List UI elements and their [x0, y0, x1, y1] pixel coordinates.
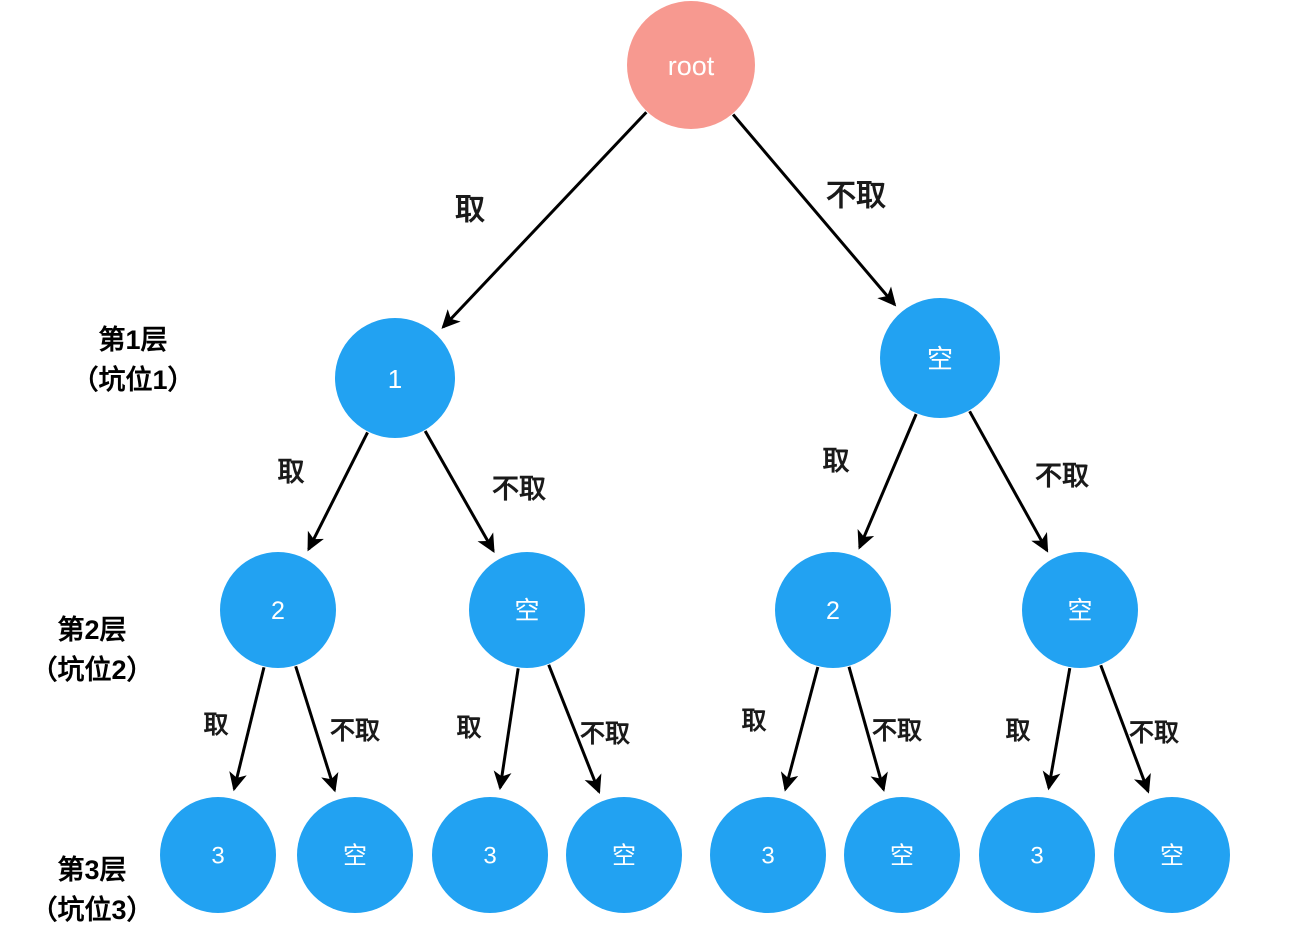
tree-edge: [493, 668, 520, 791]
edge-label: 不取: [1129, 719, 1179, 747]
tree-node-label: 1: [388, 364, 402, 394]
edge-labels-layer: 取不取取不取取不取取不取取不取取不取取不取: [203, 180, 1179, 749]
edge-label: 不取: [330, 717, 380, 745]
tree-node-circle[interactable]: [1022, 552, 1138, 668]
tree-node-circle[interactable]: [566, 797, 682, 913]
tree-node-circle[interactable]: [880, 298, 1000, 418]
tree-node-circle[interactable]: [1114, 797, 1230, 913]
tree-edge: [731, 113, 897, 307]
edges-layer: [229, 111, 1151, 795]
tree-edge: [423, 430, 495, 553]
tree-node-circle[interactable]: [844, 797, 960, 913]
edge-label: 取: [741, 707, 766, 735]
tree-node[interactable]: 空: [1114, 797, 1230, 913]
tree-edge: [307, 431, 369, 552]
edge-label: 取: [455, 194, 485, 227]
tree-node-circle[interactable]: [220, 552, 336, 668]
tree-node[interactable]: 1: [335, 318, 455, 438]
tier-label-line1: 第1层: [98, 324, 167, 355]
tree-node-circle[interactable]: [160, 797, 276, 913]
tree-node[interactable]: 空: [844, 797, 960, 913]
edge-label: 取: [456, 714, 481, 742]
tree-node[interactable]: 空: [566, 797, 682, 913]
tree-node-label: 空: [1160, 843, 1184, 870]
tree-node[interactable]: 空: [469, 552, 585, 668]
tree-edge: [294, 665, 339, 793]
tree-edge: [780, 666, 820, 792]
tree-edge: [847, 666, 888, 792]
nodes-layer: root 1 空 2 空 2 空 3 空 3 空 3 空 3 空: [160, 1, 1230, 913]
tier-label-tier-1: 第1层 （坑位1）: [71, 324, 194, 395]
tree-node-circle[interactable]: [710, 797, 826, 913]
tree-node-label: 3: [1030, 843, 1043, 870]
tree-node-label: 2: [271, 597, 285, 625]
tree-node[interactable]: 空: [1022, 552, 1138, 668]
tree-edge: [857, 413, 918, 550]
tier-label-line1: 第3层: [57, 854, 126, 885]
tree-node-label: root: [668, 51, 715, 81]
tree-node-circle[interactable]: [297, 797, 413, 913]
tree-node-label: 2: [826, 597, 840, 625]
tree-node-label: 空: [514, 597, 539, 625]
tree-edge: [1042, 667, 1072, 791]
tree-edge: [968, 410, 1049, 553]
tree-edge: [547, 664, 602, 795]
edge-label: 取: [278, 457, 305, 487]
tree-node-label: 3: [211, 843, 224, 870]
tier-label-line2: （坑位2）: [30, 654, 153, 685]
tier-labels-layer: 第1层 （坑位1） 第2层 （坑位2） 第3层 （坑位3）: [30, 324, 194, 925]
tree-node[interactable]: 2: [220, 552, 336, 668]
edge-label: 取: [203, 711, 228, 739]
tree-node[interactable]: 3: [432, 797, 548, 913]
tree-node-label: 空: [612, 843, 636, 870]
edge-label: 不取: [1035, 461, 1089, 491]
edge-label: 取: [1005, 717, 1030, 745]
tree-edge: [1099, 664, 1151, 794]
root-node[interactable]: root: [627, 1, 755, 129]
tier-label-line1: 第2层: [57, 614, 126, 645]
edge-label: 不取: [872, 717, 922, 745]
edge-label: 取: [823, 446, 850, 476]
tier-label-tier-2: 第2层 （坑位2）: [30, 614, 153, 685]
tree-node[interactable]: 3: [710, 797, 826, 913]
tree-node[interactable]: 空: [880, 298, 1000, 418]
tree-node[interactable]: 2: [775, 552, 891, 668]
tree-node-circle[interactable]: [335, 318, 455, 438]
edge-label: 不取: [580, 720, 630, 748]
edge-label: 不取: [492, 474, 546, 504]
tree-node-label: 3: [483, 843, 496, 870]
tree-node-label: 空: [890, 843, 914, 870]
tree-node-label: 3: [761, 843, 774, 870]
tree-node-label: 空: [343, 843, 367, 870]
tree-edge: [441, 111, 648, 329]
tier-label-line2: （坑位1）: [71, 364, 194, 395]
tree-node-circle[interactable]: [979, 797, 1095, 913]
tree-node-label: 空: [1067, 597, 1092, 625]
root-node-circle[interactable]: [627, 1, 755, 129]
tree-node[interactable]: 3: [979, 797, 1095, 913]
tree-node-circle[interactable]: [775, 552, 891, 668]
tree-node-circle[interactable]: [469, 552, 585, 668]
tier-label-line2: （坑位3）: [30, 894, 153, 925]
tree-node-circle[interactable]: [432, 797, 548, 913]
tree-node-label: 空: [927, 344, 953, 374]
tree-node[interactable]: 3: [160, 797, 276, 913]
tree-edge: [229, 666, 266, 792]
tree-node[interactable]: 空: [297, 797, 413, 913]
tier-label-tier-3: 第3层 （坑位3）: [30, 854, 153, 925]
edge-label: 不取: [826, 180, 886, 213]
